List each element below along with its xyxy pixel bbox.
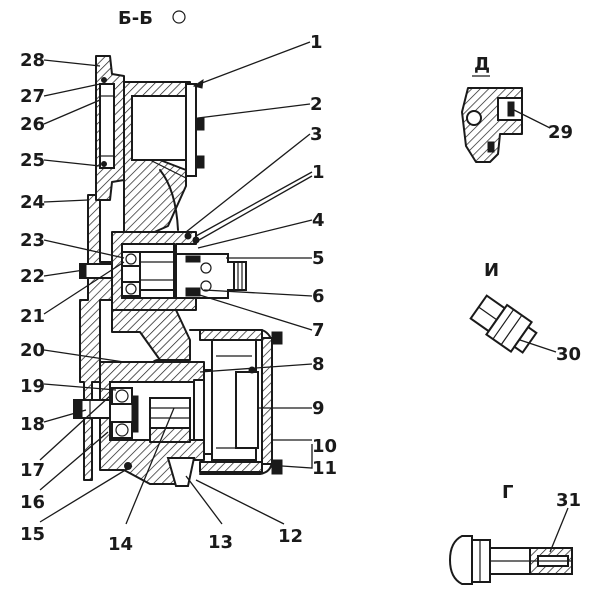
lower-bolt-head bbox=[195, 155, 205, 169]
detail-label-d: Д bbox=[474, 54, 490, 75]
callout-7: 7 bbox=[312, 320, 325, 341]
housing-web bbox=[111, 309, 191, 361]
callout-22: 22 bbox=[20, 266, 45, 287]
callout-19: 19 bbox=[20, 376, 45, 397]
detail-g-head bbox=[448, 535, 473, 585]
upper-bolt-head bbox=[195, 117, 205, 131]
detail-view-i: И 30 bbox=[469, 260, 581, 365]
cover-bolt-bottom bbox=[271, 459, 283, 475]
callout-24: 24 bbox=[20, 192, 45, 213]
middle-shaft bbox=[139, 251, 175, 291]
callout-11: 11 bbox=[312, 458, 337, 479]
callout-20: 20 bbox=[20, 340, 45, 361]
gear-hub bbox=[149, 427, 191, 443]
seal-ring-upper bbox=[185, 255, 201, 263]
callout-14: 14 bbox=[108, 534, 133, 555]
detail-g-collar bbox=[471, 539, 491, 583]
callout-10: 10 bbox=[312, 436, 337, 457]
callout-18: 18 bbox=[20, 414, 45, 435]
lower-gear bbox=[149, 397, 191, 429]
callout-15: 15 bbox=[20, 524, 45, 545]
callout-16: 16 bbox=[20, 492, 45, 513]
upper-spacer bbox=[99, 83, 115, 169]
detail-label-g: Г bbox=[502, 482, 513, 503]
leader-lines bbox=[39, 41, 313, 525]
cover-spacer bbox=[203, 369, 213, 455]
callout-25: 25 bbox=[20, 150, 45, 171]
cover-bolt-top bbox=[271, 331, 283, 345]
callout-21: 21 bbox=[20, 306, 45, 327]
callout-6: 6 bbox=[312, 286, 325, 307]
callout-27: 27 bbox=[20, 86, 45, 107]
callout-4: 4 bbox=[312, 210, 325, 231]
detail-view-g: Г 31 bbox=[448, 482, 581, 585]
callout-31: 31 bbox=[556, 490, 581, 511]
callout-3: 3 bbox=[310, 124, 323, 145]
main-section-view bbox=[73, 55, 283, 487]
callout-5: 5 bbox=[312, 248, 325, 269]
callout-29: 29 bbox=[548, 122, 573, 143]
callout-28: 28 bbox=[20, 50, 45, 71]
callout-labels: 1 2 3 1 4 5 6 7 8 9 10 11 12 13 14 15 16… bbox=[20, 32, 337, 555]
upper-housing-bore bbox=[131, 95, 189, 161]
cover-wall-top bbox=[199, 329, 263, 341]
detail-view-d: Д 29 bbox=[461, 54, 573, 163]
callout-8: 8 bbox=[312, 354, 325, 375]
upper-cover-plate bbox=[185, 83, 197, 177]
inner-rotor bbox=[235, 371, 259, 449]
cover-wall-bottom bbox=[199, 461, 263, 473]
callout-2: 2 bbox=[310, 94, 323, 115]
callout-1b: 1 bbox=[312, 162, 325, 183]
callout-9: 9 bbox=[312, 398, 325, 419]
detail-label-i: И bbox=[484, 260, 499, 281]
seal-ring-lower bbox=[185, 287, 201, 297]
detail-d-ball bbox=[466, 110, 482, 126]
cover-wall-right bbox=[261, 337, 273, 465]
section-title: Б-Б bbox=[118, 8, 153, 29]
lock-washer bbox=[131, 395, 139, 433]
left-bearing-lower bbox=[121, 281, 141, 297]
callout-26: 26 bbox=[20, 114, 45, 135]
callout-17: 17 bbox=[20, 460, 45, 481]
callout-30: 30 bbox=[556, 344, 581, 365]
callout-23: 23 bbox=[20, 230, 45, 251]
callout-13: 13 bbox=[208, 532, 233, 553]
section-circle-symbol bbox=[172, 10, 186, 24]
end-nut bbox=[233, 261, 247, 291]
callout-12: 12 bbox=[278, 526, 303, 547]
callout-1: 1 bbox=[310, 32, 323, 53]
left-bearing-upper bbox=[121, 251, 141, 267]
